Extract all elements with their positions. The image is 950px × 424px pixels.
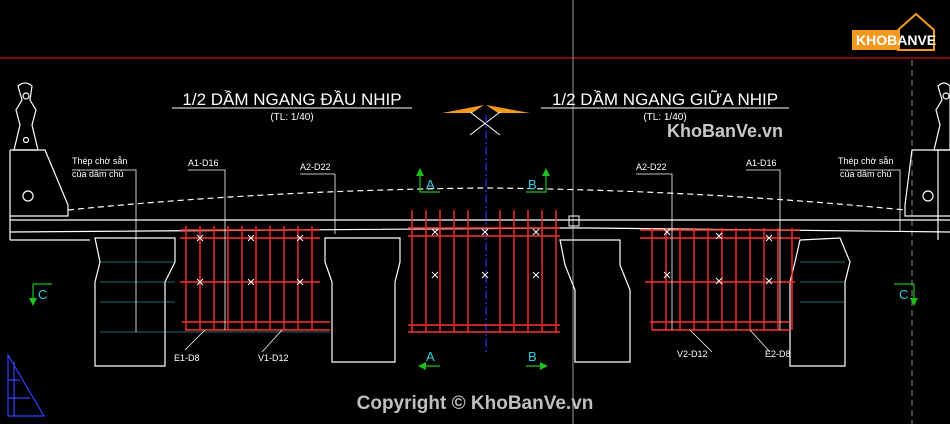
right-title: 1/2 DẦM NGANG GIỮA NHIP xyxy=(552,90,778,109)
section-marker-c-right: C xyxy=(894,283,918,306)
label-a1-right: A1-D16 xyxy=(746,158,777,168)
girder-outlines xyxy=(94,237,851,367)
rebar-cage-centre xyxy=(408,210,560,333)
section-marker-a-top: A xyxy=(416,168,440,193)
label-a1-left: A1-D16 xyxy=(188,158,219,168)
rebar-cage-right xyxy=(640,228,800,331)
ucs-icon xyxy=(7,352,46,417)
right-railing-post xyxy=(904,82,950,217)
section-marker-b-bottom: B xyxy=(526,349,548,370)
left-title: 1/2 DẦM NGANG ĐẦU NHIP xyxy=(182,90,401,109)
leader-lines xyxy=(72,169,901,353)
left-note-line2: của dầm chủ xyxy=(72,169,124,179)
label-e2: E2-D8 xyxy=(765,349,791,359)
section-marker-c-left: C xyxy=(29,283,52,306)
svg-text:B: B xyxy=(528,349,537,364)
left-note-line1: Thép chờ sẵn xyxy=(72,156,127,166)
deck-node-marker xyxy=(568,215,580,227)
svg-text:KHOBANVE: KHOBANVE xyxy=(856,32,936,48)
left-scale: (TL: 1/40) xyxy=(270,112,313,123)
rebar-cross-marks xyxy=(196,228,773,286)
deck-outline xyxy=(9,150,950,241)
khobanve-logo: KHOBANVE xyxy=(852,12,936,51)
svg-text:B: B xyxy=(528,177,537,192)
label-v2: V2-D12 xyxy=(677,349,708,359)
watermark-site: KhoBanVe.vn xyxy=(667,121,783,141)
girder-strand-lines xyxy=(100,261,845,333)
axis-symbol-icon xyxy=(442,105,530,136)
section-marker-b-top: B xyxy=(526,168,550,193)
svg-text:A: A xyxy=(426,177,435,192)
svg-text:C: C xyxy=(38,287,47,302)
right-scale: (TL: 1/40) xyxy=(643,112,686,123)
svg-text:C: C xyxy=(899,287,908,302)
rebar-cage-left xyxy=(180,226,330,331)
label-v1: V1-D12 xyxy=(258,353,289,363)
left-railing-post xyxy=(10,82,69,217)
label-e1: E1-D8 xyxy=(174,353,200,363)
right-note-line2: của dầm chủ xyxy=(840,169,892,179)
copyright-watermark: Copyright © KhoBanVe.vn xyxy=(357,393,594,414)
section-marker-a-bottom: A xyxy=(418,349,440,370)
svg-text:A: A xyxy=(426,349,435,364)
right-note-line1: Thép chờ sẵn xyxy=(838,156,893,166)
label-a2-right: A2-D22 xyxy=(636,162,667,172)
label-a2-left: A2-D22 xyxy=(300,162,331,172)
